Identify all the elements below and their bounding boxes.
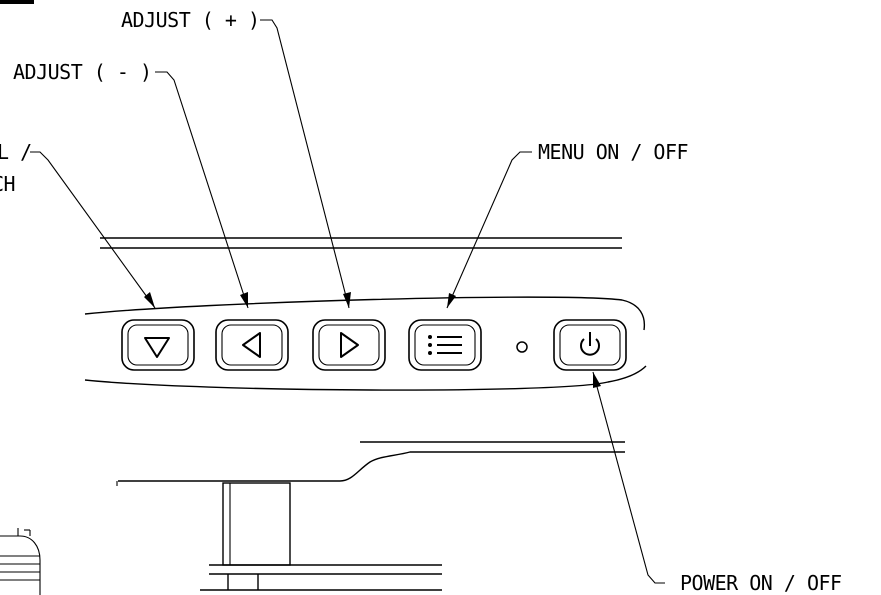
channel-label-line2: CH [0, 172, 15, 196]
menu-list-icon [428, 335, 462, 355]
leader-menu [446, 151, 532, 309]
triangle-left-icon [242, 332, 261, 358]
corner-mark [0, 0, 34, 4]
bezel-top-lines [100, 237, 622, 249]
power-label: POWER ON / OFF [680, 571, 842, 595]
power-led-indicator [516, 341, 528, 353]
triangle-down-icon [144, 337, 170, 358]
leader-channel [30, 151, 156, 309]
adjust-minus-label: ADJUST ( - ) [13, 60, 152, 84]
triangle-right-icon [340, 332, 359, 358]
leader-adjust-plus [260, 19, 351, 309]
power-icon [580, 332, 600, 356]
control-strip [84, 296, 647, 391]
menu-button[interactable] [408, 319, 482, 371]
right-button[interactable] [312, 319, 386, 371]
menu-label: MENU ON / OFF [538, 140, 688, 164]
lower-housing [116, 441, 625, 591]
stand-fragment [0, 528, 41, 595]
leader-adjust-minus [155, 71, 249, 309]
leader-power [592, 371, 665, 584]
channel-label-line1: L / [0, 140, 32, 164]
adjust-plus-label: ADJUST ( + ) [121, 8, 260, 32]
left-button[interactable] [215, 319, 289, 371]
power-button[interactable] [553, 319, 627, 371]
down-button[interactable] [121, 319, 195, 371]
